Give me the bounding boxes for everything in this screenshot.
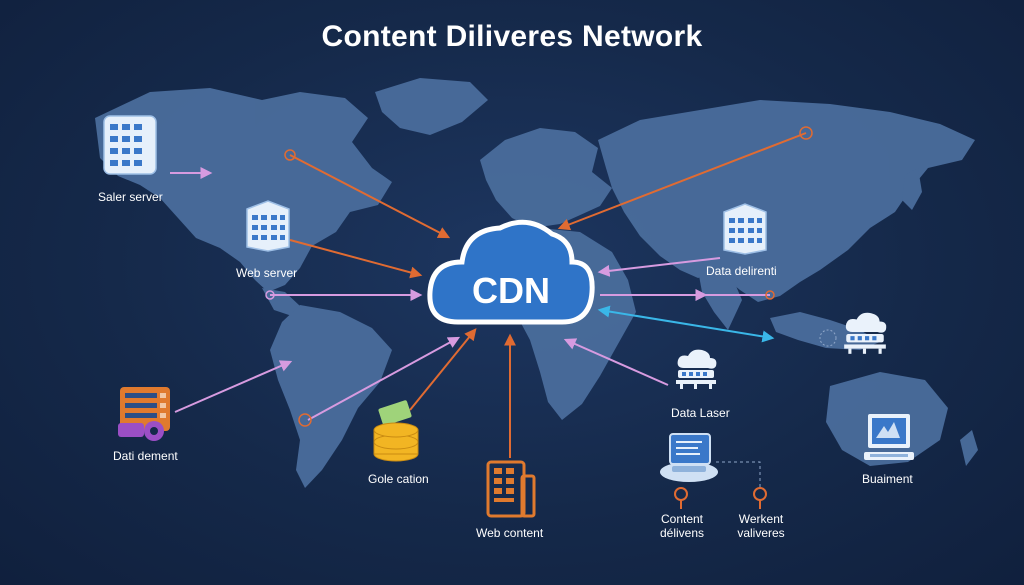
data-rack-gear-icon xyxy=(118,387,170,441)
werkent-valiveres-line1: Werkent xyxy=(738,512,784,526)
gole-cation-label: Gole cation xyxy=(368,472,429,486)
diagram-title: Content Diliveres Network xyxy=(321,20,703,53)
cdn-label: CDN xyxy=(472,270,550,311)
werkent-valiveres-line2: valiveres xyxy=(737,526,785,540)
content-delivens-line1: Content xyxy=(660,512,704,526)
monitor-icon xyxy=(864,414,914,460)
building-server-icon xyxy=(723,203,767,255)
buaiment-label: Buaiment xyxy=(862,472,913,486)
data-delirenti-label: Data delirenti xyxy=(706,264,777,278)
continent-greenland xyxy=(375,78,488,135)
continent-asia xyxy=(598,100,975,302)
content-delivens-label: Content délivens xyxy=(652,512,712,540)
web-content-building-icon xyxy=(486,460,536,518)
location-pin-icon xyxy=(674,487,688,509)
saler-server-label: Saler server xyxy=(98,190,163,204)
laptop-icon xyxy=(660,433,718,482)
web-server-label: Web server xyxy=(236,266,298,280)
cloud-server-icon xyxy=(676,349,717,389)
location-pin-icon xyxy=(753,487,767,509)
coin-stack-icon xyxy=(373,400,419,462)
server-rack-icon xyxy=(103,115,157,175)
continent-new-zealand xyxy=(960,430,978,466)
continent-japan xyxy=(902,168,922,210)
continent-africa xyxy=(492,228,636,420)
data-laser-label: Data Laser xyxy=(671,406,730,420)
dati-dement-label: Dati dement xyxy=(113,449,178,463)
continent-europe xyxy=(480,128,612,228)
cloud-server-icon xyxy=(844,312,887,354)
building-server-icon xyxy=(246,200,290,252)
web-content-label: Web content xyxy=(476,526,544,540)
werkent-valiveres-label: Werkent valiveres xyxy=(730,512,792,540)
content-delivens-line2: délivens xyxy=(659,526,705,540)
